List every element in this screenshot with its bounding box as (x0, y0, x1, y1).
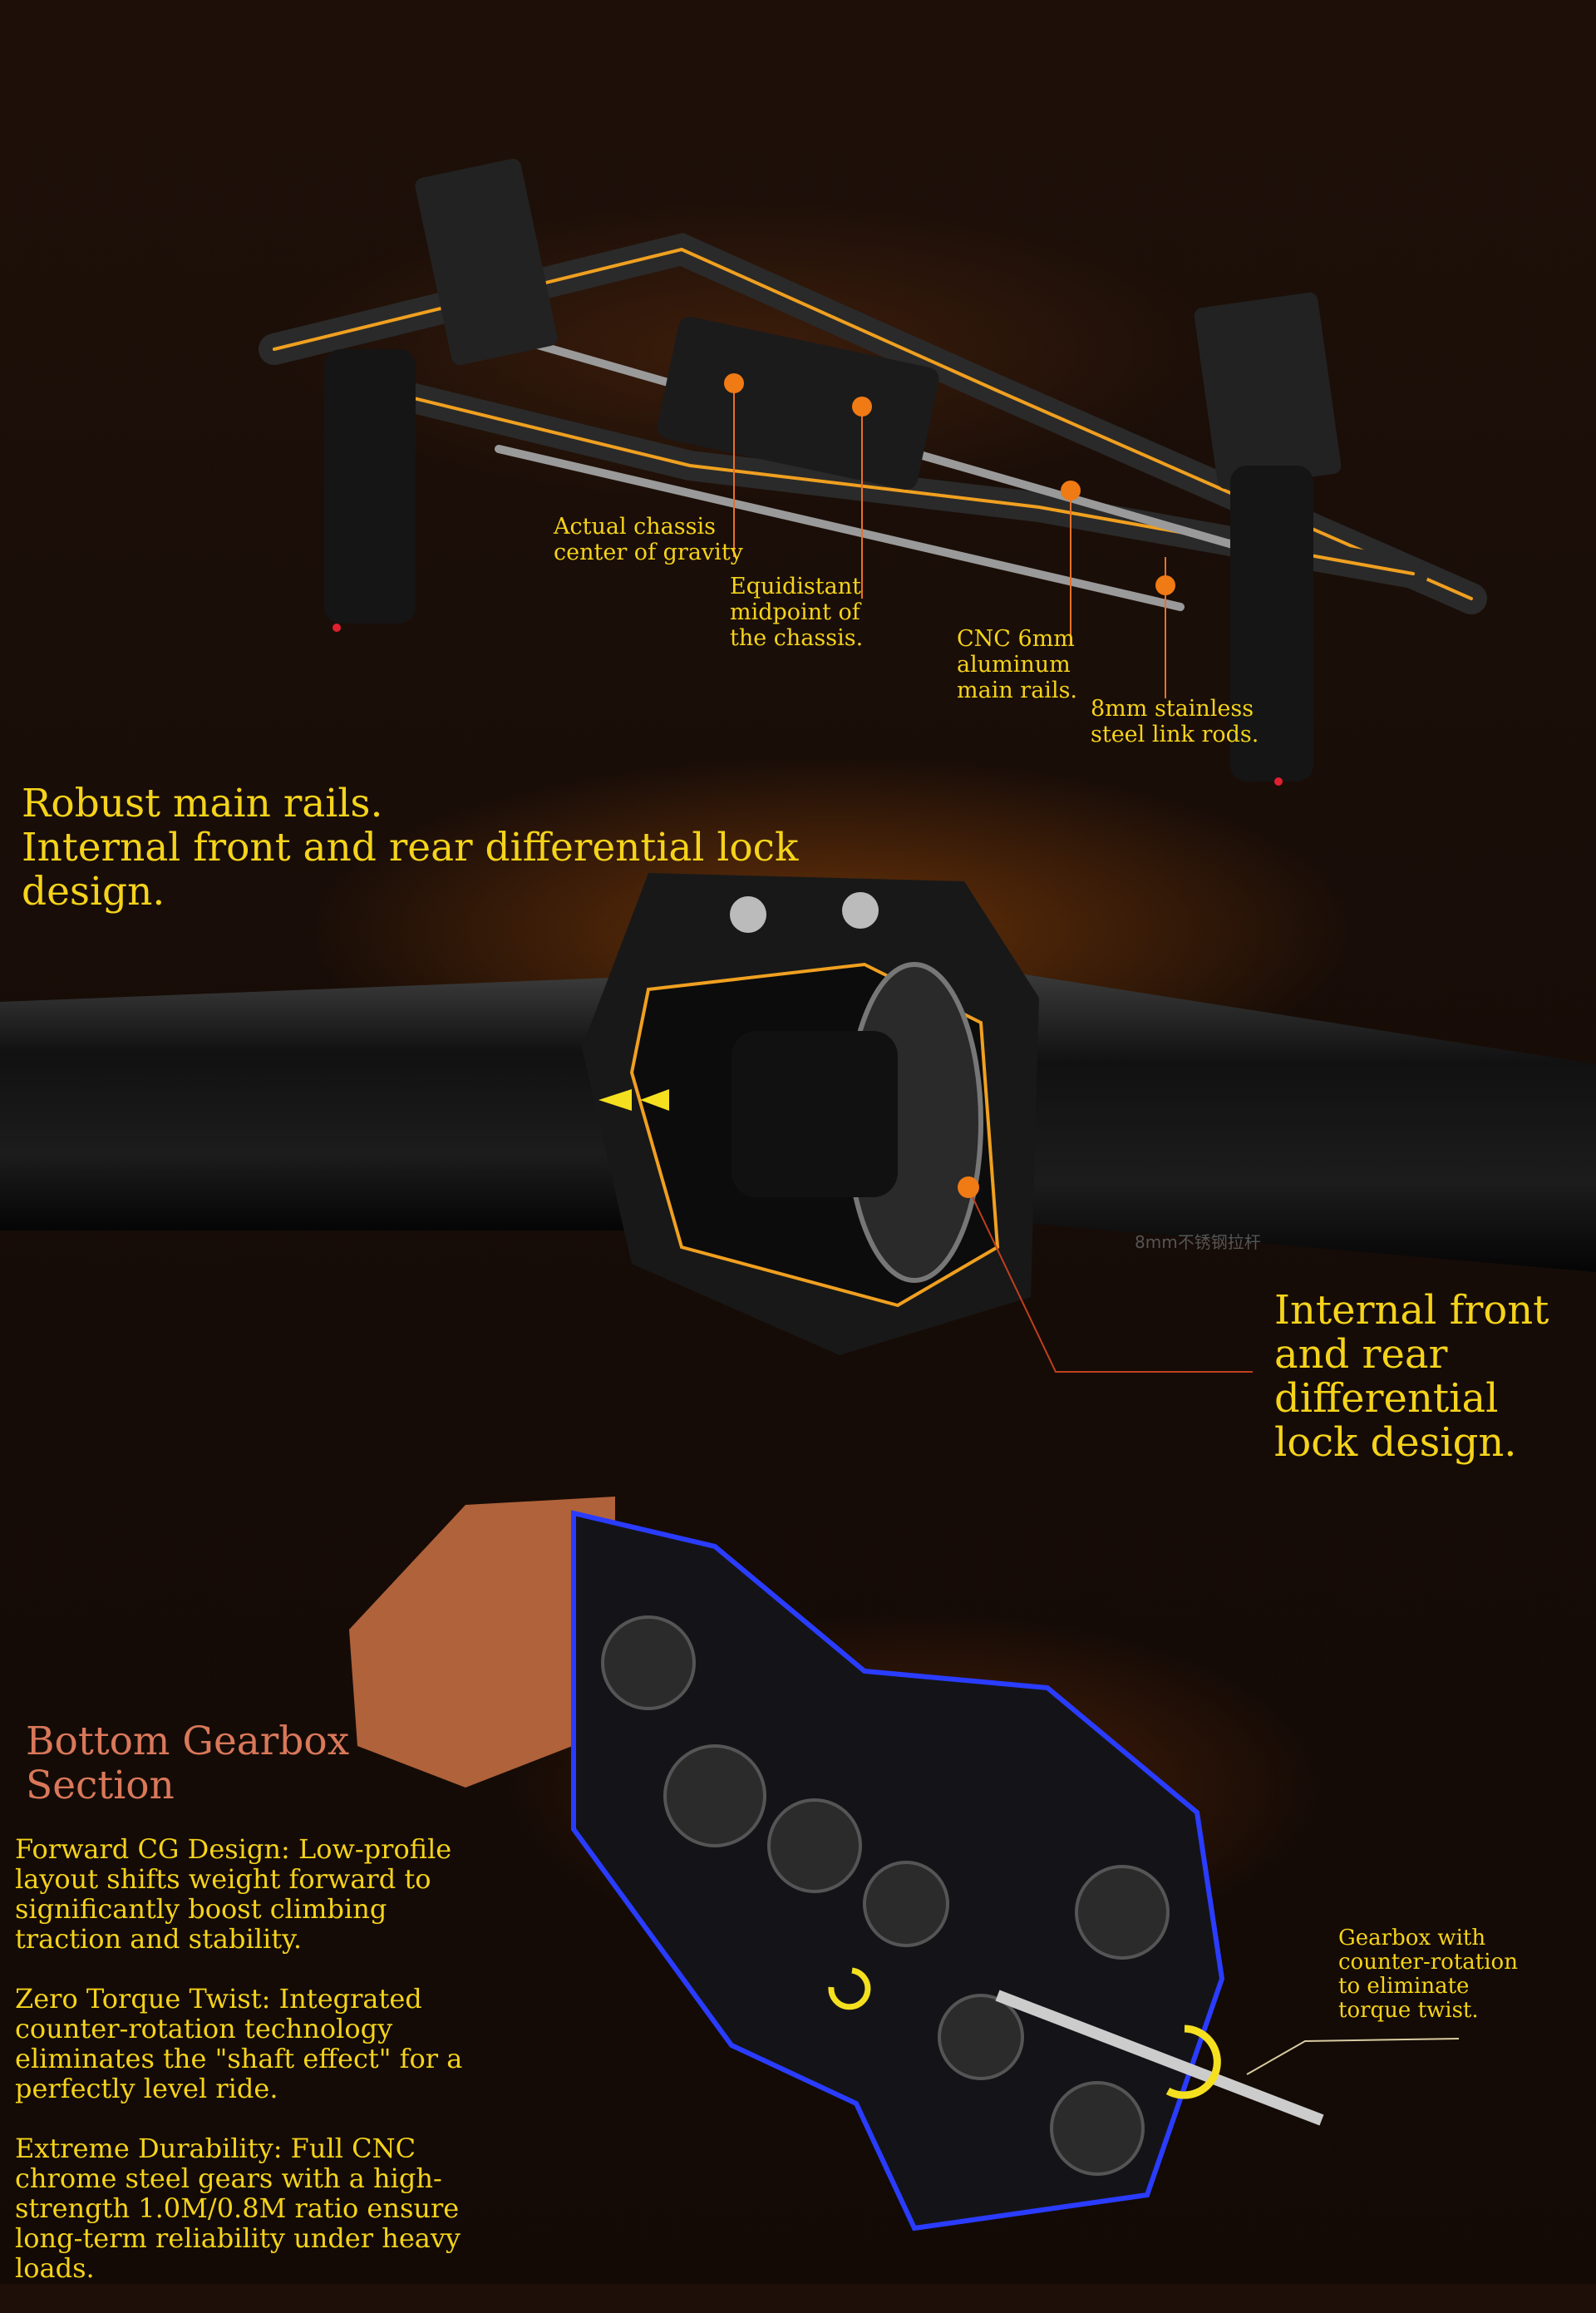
gearbox-section-title: Bottom Gearbox Section (26, 1719, 350, 1808)
chassis-callout-lines (724, 373, 1175, 698)
marker-dot (724, 373, 744, 393)
chassis-illustration (259, 158, 1487, 786)
section-heading-main-rails: Robust main rails. Internal front and re… (22, 781, 799, 915)
marker-dot (1061, 481, 1081, 501)
watermark-text: 8mm不锈钢拉杆 (1135, 1232, 1261, 1252)
feature-zero-torque-twist: Zero Torque Twist: Integrated counter-ro… (15, 1983, 463, 2104)
callout-midpoint: Equidistant midpoint of the chassis. (730, 574, 864, 651)
marker-dot (852, 397, 872, 417)
feature-extreme-durability: Extreme Durability: Full CNC chrome stee… (15, 2133, 461, 2284)
marker-dot (1155, 575, 1175, 595)
callout-counter-rotation: Gearbox with counter-rotation to elimina… (1338, 1926, 1518, 2023)
axle-illustration (0, 873, 1596, 1373)
callout-differential-lock: Internal front and rear differential loc… (1274, 1287, 1549, 1466)
marker-dot (958, 1176, 979, 1198)
callout-main-rails: CNC 6mm aluminum main rails. (957, 626, 1078, 703)
gearbox-feature-list: Forward CG Design: Low-profile layout sh… (15, 1834, 497, 2313)
callout-link-rods: 8mm stainless steel link rods. (1091, 696, 1259, 747)
callout-center-of-gravity: Actual chassis center of gravity (554, 514, 743, 565)
feature-forward-cg: Forward CG Design: Low-profile layout sh… (15, 1833, 452, 1955)
